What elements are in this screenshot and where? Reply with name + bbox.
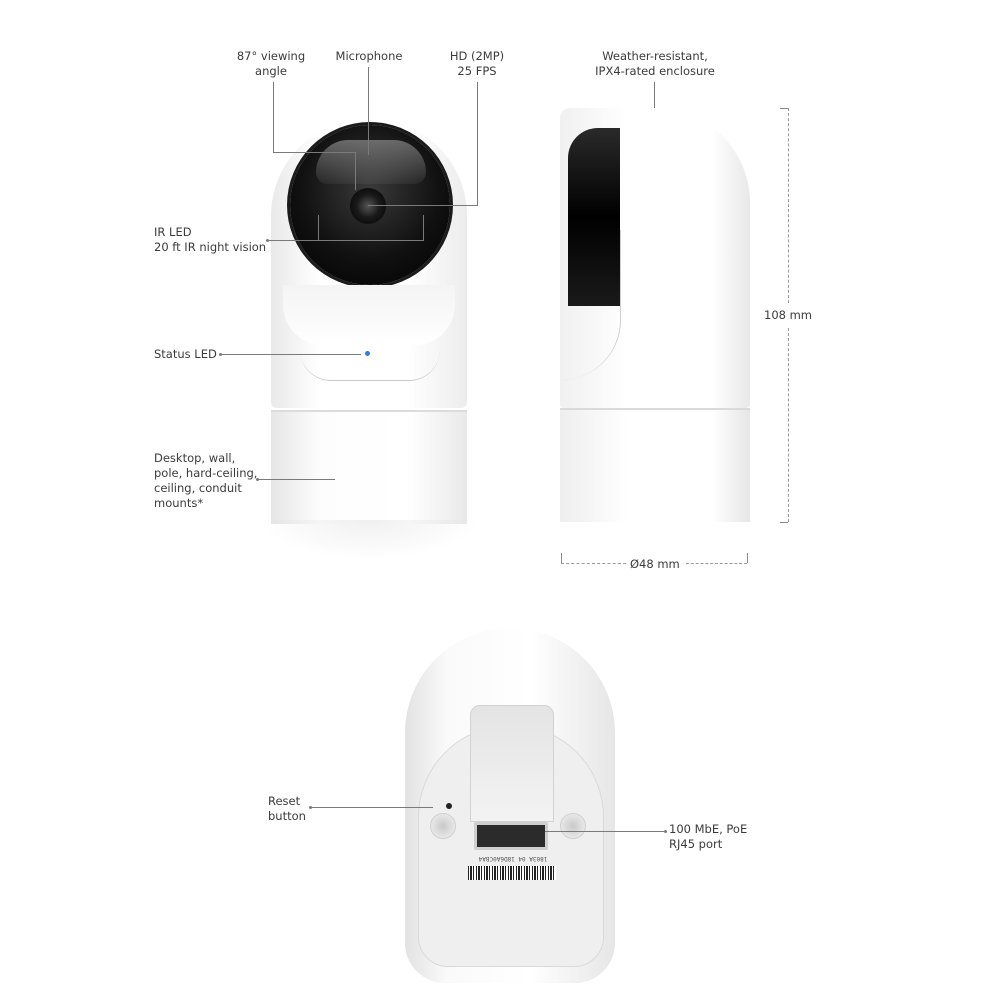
front-mount-base: [271, 410, 467, 524]
leader-line: [368, 67, 369, 155]
cable-cover-tab: [470, 705, 554, 822]
callout-mounts: Desktop, wall, pole, hard-ceiling, ceili…: [154, 451, 258, 510]
side-seam: [560, 230, 621, 380]
leader-line: [221, 354, 361, 355]
dimension-line-diameter: [686, 563, 747, 564]
callout-rj45-port: 100 MbE, PoE RJ45 port: [669, 822, 748, 851]
screw-hole-icon: [560, 813, 586, 839]
dimension-height: 108 mm: [764, 308, 813, 322]
screw-hole-icon: [430, 813, 456, 839]
side-mount-base: [560, 408, 750, 522]
leader-line: [423, 215, 424, 240]
leader-line: [311, 807, 433, 808]
status-led-indicator: [365, 351, 370, 356]
callout-ir-led: IR LED 20 ft IR night vision: [154, 225, 267, 254]
front-shadow: [260, 520, 480, 560]
reset-button-hole: [446, 803, 452, 809]
leader-line: [258, 479, 335, 480]
front-chin: [283, 285, 455, 345]
dimension-line-diameter: [561, 563, 626, 564]
barcode: [468, 866, 556, 880]
callout-reset-button: Reset button: [268, 794, 306, 823]
callout-viewing-angle: 87° viewing angle: [236, 49, 306, 78]
callout-microphone: Microphone: [335, 49, 403, 63]
lens-reflection: [316, 140, 426, 184]
leader-dot: [309, 806, 312, 809]
dimension-tick: [561, 553, 562, 563]
front-seam: [300, 350, 440, 381]
dimension-line-height: [788, 108, 789, 303]
leader-line: [268, 240, 424, 241]
leader-line: [273, 152, 355, 153]
leader-line: [318, 215, 319, 240]
leader-line: [545, 831, 665, 832]
leader-dot: [256, 478, 259, 481]
callout-resolution: HD (2MP) 25 FPS: [449, 49, 505, 78]
leader-line: [654, 82, 655, 108]
leader-line: [355, 152, 356, 190]
camera-lens: [350, 188, 386, 224]
callout-enclosure: Weather-resistant, IPX4-rated enclosure: [595, 49, 715, 78]
dimension-tick: [747, 553, 748, 563]
leader-dot: [219, 353, 222, 356]
leader-dot: [266, 239, 269, 242]
dimension-line-height: [788, 328, 789, 522]
dimension-diameter: Ø48 mm: [630, 557, 680, 571]
callout-status-led: Status LED: [154, 347, 217, 361]
leader-line: [273, 82, 274, 152]
dimension-tick: [780, 108, 788, 109]
leader-line: [477, 82, 478, 205]
rj45-port: [474, 822, 548, 850]
leader-dot: [664, 830, 667, 833]
serial-label: 1803A 04 18D6A0CBA4: [478, 855, 548, 862]
dimension-tick: [780, 522, 788, 523]
leader-line: [368, 205, 478, 206]
